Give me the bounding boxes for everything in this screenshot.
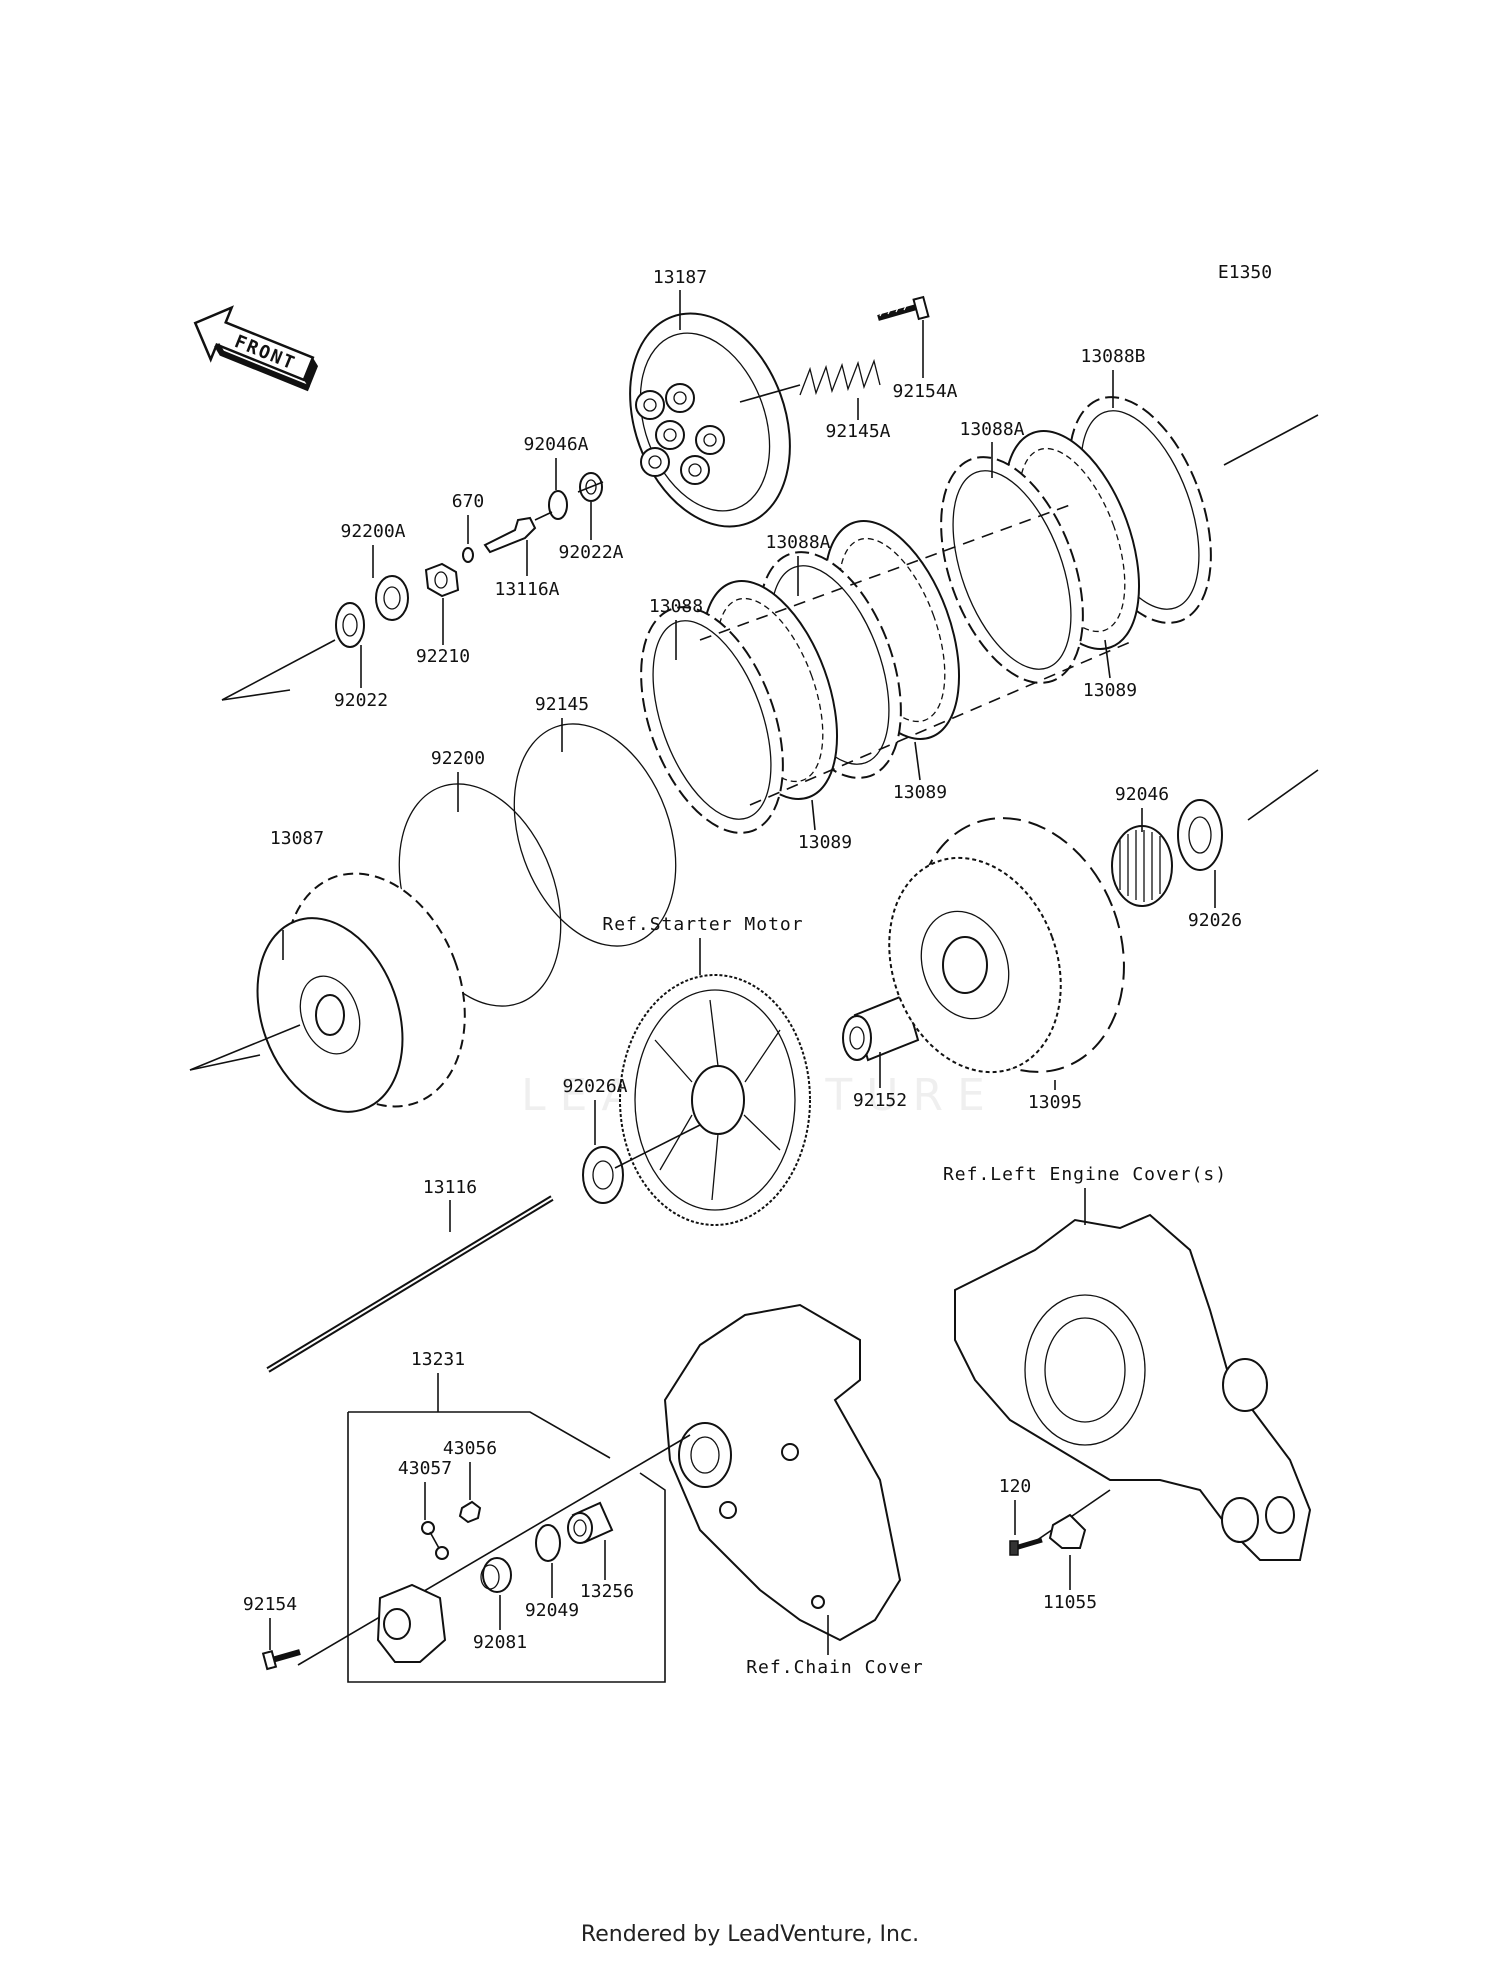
part-label-92081: 92081 [473,1632,527,1653]
part-label-670: 670 [452,491,485,512]
part-label-43057: 43057 [398,1458,452,1479]
piston-13256 [567,1501,614,1544]
part-label-92022A: 92022A [558,542,623,563]
assembly-box-13231 [347,1411,666,1683]
ball-670 [462,547,474,563]
clutch-hub-13087 [256,872,466,1113]
part-label-13095: 13095 [1028,1092,1082,1113]
bracket-11055 [1048,1513,1087,1549]
part-label-13116A: 13116A [494,579,559,600]
part-label-92026A: 92026A [562,1076,627,1097]
part-label-92026: 92026 [1188,910,1242,931]
part-label-92049: 92049 [525,1600,579,1621]
clutch-housing-13095 [888,817,1125,1074]
front-arrow-icon: FRONT [193,305,319,392]
part-label-13088B: 13088B [1080,346,1145,367]
bleeder-43056 [458,1500,482,1524]
washer-92200A [375,575,409,621]
starter-gear [619,974,811,1226]
diagram-code: E1350 [1218,262,1272,283]
part-label-13231: 13231 [411,1349,465,1370]
push-rod-13116 [266,1195,554,1373]
seal-92049 [535,1524,561,1562]
left-engine-cover [954,1213,1312,1561]
washer-92026A [582,1146,624,1204]
washer-92026 [1177,799,1223,871]
part-label-13089-mid: 13089 [893,782,947,803]
needle-bearing-92046 [1111,825,1173,907]
screw-120 [1009,1537,1043,1556]
part-label-11055: 11055 [1043,1592,1097,1613]
part-label-13087: 13087 [270,828,324,849]
part-label-92154A: 92154A [892,381,957,402]
washer-92046A [548,490,568,520]
part-label-13187: 13187 [653,267,707,288]
part-label-13089-left: 13089 [798,832,852,853]
part-label-43056: 43056 [443,1438,497,1459]
part-label-92154: 92154 [243,1594,297,1615]
chain-cover [663,1303,902,1642]
part-label-13089-right: 13089 [1083,680,1137,701]
rendered-by-footer: Rendered by LeadVenture, Inc. [580,1922,920,1947]
part-label-92046: 92046 [1115,784,1169,805]
spring-92081 [480,1557,512,1593]
o-ring-92145 [513,723,677,947]
part-label-13088A-mid: 13088A [765,532,830,553]
ref-label-left-engine-cover: Ref.Left Engine Cover(s) [943,1164,1227,1185]
part-label-13256: 13256 [580,1581,634,1602]
bolt-92154 [261,1649,301,1671]
part-label-92200A: 92200A [340,521,405,542]
part-label-13088A-top: 13088A [959,419,1024,440]
slave-cylinder [376,1583,447,1663]
part-label-92022: 92022 [334,690,388,711]
ref-label-chain-cover: Ref.Chain Cover [746,1657,924,1678]
clutch-spring-92145A [739,358,881,403]
part-label-13088: 13088 [649,596,703,617]
part-label-92145: 92145 [535,694,589,715]
part-label-13116: 13116 [423,1177,477,1198]
bolt-92154A [877,295,930,321]
part-label-120: 120 [999,1476,1032,1497]
part-label-92046A: 92046A [523,434,588,455]
nut-92210 [424,562,460,598]
push-rod-13116A [483,511,553,554]
cap-43057 [421,1521,449,1560]
collar-92152 [842,993,920,1062]
part-label-92200: 92200 [431,748,485,769]
ref-label-starter-motor: Ref.Starter Motor [602,914,803,935]
part-label-92152: 92152 [853,1090,907,1111]
pressure-plate-13187 [629,312,791,528]
washer-92022 [335,602,365,648]
part-label-92210: 92210 [416,646,470,667]
part-label-92145A: 92145A [825,421,890,442]
